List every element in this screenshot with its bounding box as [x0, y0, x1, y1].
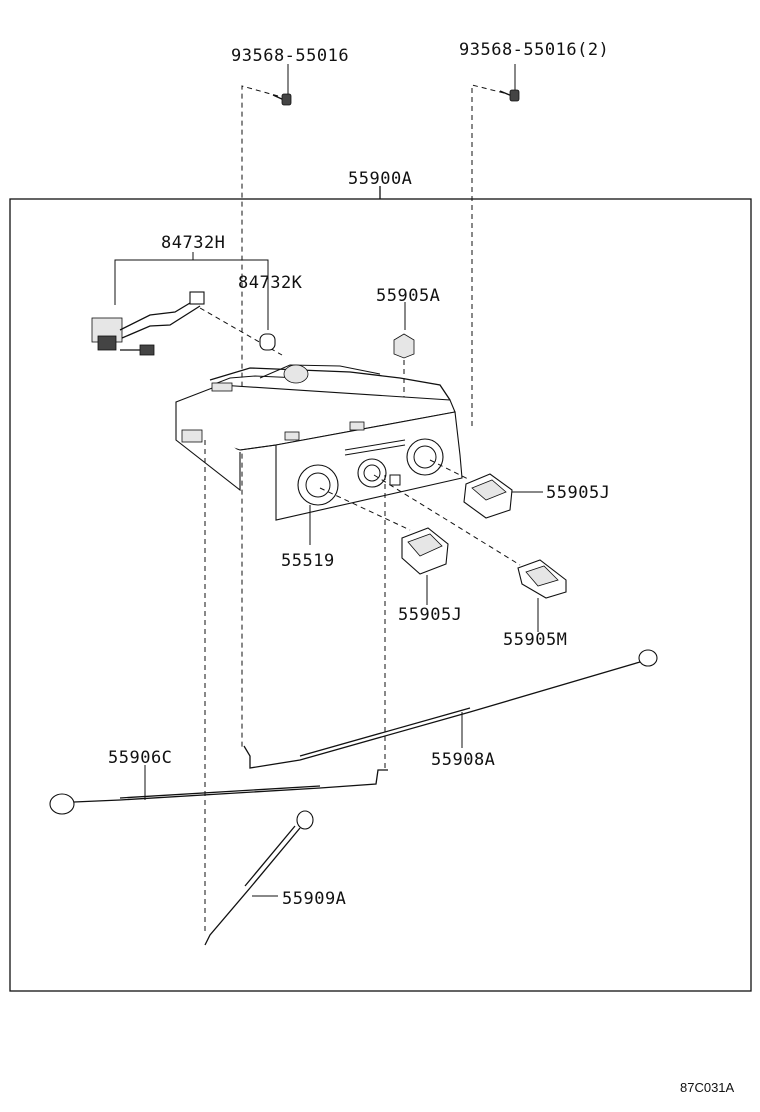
bolt-right-icon [499, 89, 520, 102]
label-knob-small: 55905A [376, 286, 440, 306]
wire-harness-icon [91, 291, 205, 356]
knob-small-icon [393, 333, 415, 359]
label-knob-right: 55905J [546, 483, 610, 503]
knob-right-icon [463, 473, 513, 519]
heater-control-unit-icon [175, 364, 463, 521]
label-knob-center: 55905J [398, 605, 462, 625]
knob-mode-icon [517, 559, 567, 599]
bulb-icon [259, 333, 276, 351]
cable-bottom-icon [204, 810, 314, 946]
bolt-left-icon [272, 93, 292, 106]
label-bulb: 84732K [238, 273, 303, 293]
label-bolt-left: 93568-55016 [231, 46, 349, 66]
label-bolt-right: 93568-55016(2) [459, 40, 609, 60]
cable-right-icon [243, 649, 658, 769]
label-assembly: 55900A [348, 169, 412, 189]
label-cable-left: 55906C [108, 748, 172, 768]
label-cable-bottom: 55909A [282, 889, 346, 909]
knob-center-icon [401, 527, 449, 575]
label-cable-right: 55908A [431, 750, 495, 770]
cable-left-icon [49, 769, 388, 815]
label-wire-harness: 84732H [161, 233, 225, 253]
label-knob-mode: 55905M [503, 630, 567, 650]
label-panel: 55519 [281, 551, 335, 571]
drawing-code: 87C031A [680, 1080, 735, 1095]
